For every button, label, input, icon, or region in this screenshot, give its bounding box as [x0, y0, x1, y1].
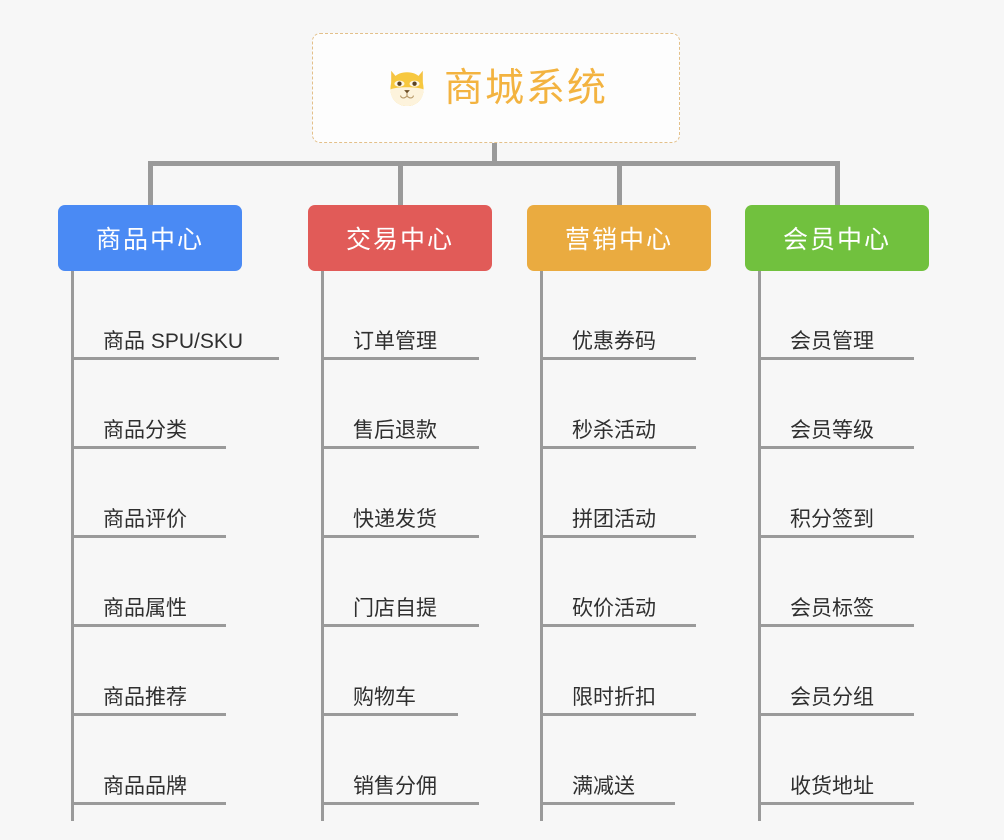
leaf-spine-0 [71, 271, 74, 821]
leaf-rule-1-0 [321, 357, 479, 360]
root-node-shop-system[interactable]: 商城系统 [312, 33, 680, 143]
leaf-rule-2-2 [540, 535, 696, 538]
leaf-item-3-5[interactable]: 收货地址 [758, 716, 988, 805]
leaf-item-3-1[interactable]: 会员等级 [758, 360, 988, 449]
leaf-item-0-1[interactable]: 商品分类 [71, 360, 301, 449]
leaf-label-0-4: 商品推荐 [103, 685, 187, 709]
category-box-3[interactable]: 会员中心 [745, 205, 929, 271]
leaf-spine-3 [758, 271, 761, 821]
connector-root-stem [492, 143, 497, 165]
leaf-label-2-3: 砍价活动 [572, 596, 656, 620]
connector-drop-4 [835, 161, 840, 207]
leaf-rule-1-1 [321, 446, 479, 449]
leaf-rule-2-4 [540, 713, 696, 716]
leaf-item-3-2[interactable]: 积分签到 [758, 449, 988, 538]
leaf-rule-2-0 [540, 357, 696, 360]
leaf-label-3-4: 会员分组 [790, 685, 874, 709]
category-title-1: 交易中心 [345, 226, 454, 254]
leaf-item-0-4[interactable]: 商品推荐 [71, 627, 301, 716]
leaf-item-2-0[interactable]: 优惠券码 [540, 271, 770, 360]
leaf-rule-3-4 [758, 713, 914, 716]
leaf-item-3-3[interactable]: 会员标签 [758, 538, 988, 627]
leaf-spine-1 [321, 271, 324, 821]
leaf-label-3-1: 会员等级 [790, 418, 874, 442]
leaf-rule-0-0 [71, 357, 279, 360]
leaf-label-2-5: 满减送 [572, 774, 635, 798]
leaf-item-1-4[interactable]: 购物车 [321, 627, 551, 716]
connector-drop-3 [617, 161, 622, 207]
category-box-2[interactable]: 营销中心 [527, 205, 711, 271]
leaf-label-3-0: 会员管理 [790, 329, 874, 353]
leaf-rule-2-3 [540, 624, 696, 627]
leaf-label-0-5: 商品品牌 [103, 774, 187, 798]
leaf-label-1-3: 门店自提 [353, 596, 437, 620]
leaf-rule-1-3 [321, 624, 479, 627]
leaf-item-2-5[interactable]: 满减送 [540, 716, 770, 805]
leaf-rule-2-5 [540, 802, 675, 805]
leaf-item-1-5[interactable]: 销售分佣 [321, 716, 551, 805]
leaf-rule-1-4 [321, 713, 458, 716]
shiba-dog-face-icon [390, 70, 424, 106]
leaf-item-2-2[interactable]: 拼团活动 [540, 449, 770, 538]
leaf-label-0-3: 商品属性 [103, 596, 187, 620]
leaf-rule-1-5 [321, 802, 479, 805]
leaf-rule-0-1 [71, 446, 226, 449]
leaf-label-0-0: 商品 SPU/SKU [103, 329, 244, 353]
leaf-item-0-2[interactable]: 商品评价 [71, 449, 301, 538]
leaf-label-0-1: 商品分类 [103, 418, 187, 442]
leaf-label-1-1: 售后退款 [353, 418, 437, 442]
leaf-label-3-3: 会员标签 [790, 596, 874, 620]
leaf-rule-3-1 [758, 446, 914, 449]
leaf-rule-0-2 [71, 535, 226, 538]
leaf-label-1-2: 快递发货 [353, 507, 437, 531]
connector-horizontal-bus [148, 161, 840, 166]
leaf-label-3-5: 收货地址 [790, 774, 874, 798]
leaf-rule-1-2 [321, 535, 479, 538]
leaf-item-3-4[interactable]: 会员分组 [758, 627, 988, 716]
leaf-column-0: 商品 SPU/SKU 商品分类 商品评价 商品属性 商品推荐 商品品牌 [71, 271, 301, 831]
root-title: 商城系统 [443, 66, 608, 110]
leaf-column-3: 会员管理 会员等级 积分签到 会员标签 会员分组 收货地址 [758, 271, 988, 831]
leaf-item-2-1[interactable]: 秒杀活动 [540, 360, 770, 449]
leaf-rule-3-2 [758, 535, 914, 538]
connector-drop-1 [148, 161, 153, 207]
category-box-0[interactable]: 商品中心 [58, 205, 242, 271]
leaf-item-1-1[interactable]: 售后退款 [321, 360, 551, 449]
leaf-item-1-3[interactable]: 门店自提 [321, 538, 551, 627]
leaf-label-2-2: 拼团活动 [572, 507, 656, 531]
leaf-column-1: 订单管理 售后退款 快递发货 门店自提 购物车 销售分佣 [321, 271, 551, 831]
leaf-item-0-0[interactable]: 商品 SPU/SKU [71, 271, 301, 360]
leaf-rule-0-5 [71, 802, 226, 805]
leaf-label-0-2: 商品评价 [103, 507, 187, 531]
leaf-rule-3-0 [758, 357, 914, 360]
leaf-item-2-4[interactable]: 限时折扣 [540, 627, 770, 716]
leaf-item-1-2[interactable]: 快递发货 [321, 449, 551, 538]
leaf-column-2: 优惠券码 秒杀活动 拼团活动 砍价活动 限时折扣 满减送 [540, 271, 770, 831]
leaf-item-0-5[interactable]: 商品品牌 [71, 716, 301, 805]
category-title-2: 营销中心 [564, 226, 673, 254]
leaf-label-2-1: 秒杀活动 [572, 418, 656, 442]
leaf-rule-2-1 [540, 446, 696, 449]
leaf-rule-0-3 [71, 624, 226, 627]
leaf-label-1-0: 订单管理 [353, 329, 437, 353]
leaf-rule-3-5 [758, 802, 914, 805]
category-title-3: 会员中心 [782, 226, 891, 254]
leaf-label-2-0: 优惠券码 [572, 329, 656, 353]
leaf-label-1-4: 购物车 [353, 685, 416, 709]
category-title-0: 商品中心 [95, 226, 204, 254]
leaf-item-1-0[interactable]: 订单管理 [321, 271, 551, 360]
leaf-item-3-0[interactable]: 会员管理 [758, 271, 988, 360]
leaf-label-1-5: 销售分佣 [353, 774, 437, 798]
leaf-item-0-3[interactable]: 商品属性 [71, 538, 301, 627]
category-box-1[interactable]: 交易中心 [308, 205, 492, 271]
leaf-item-2-3[interactable]: 砍价活动 [540, 538, 770, 627]
leaf-spine-2 [540, 271, 543, 821]
leaf-rule-3-3 [758, 624, 914, 627]
leaf-rule-0-4 [71, 713, 226, 716]
leaf-label-3-2: 积分签到 [790, 507, 874, 531]
leaf-label-2-4: 限时折扣 [572, 685, 656, 709]
connector-drop-2 [398, 161, 403, 207]
